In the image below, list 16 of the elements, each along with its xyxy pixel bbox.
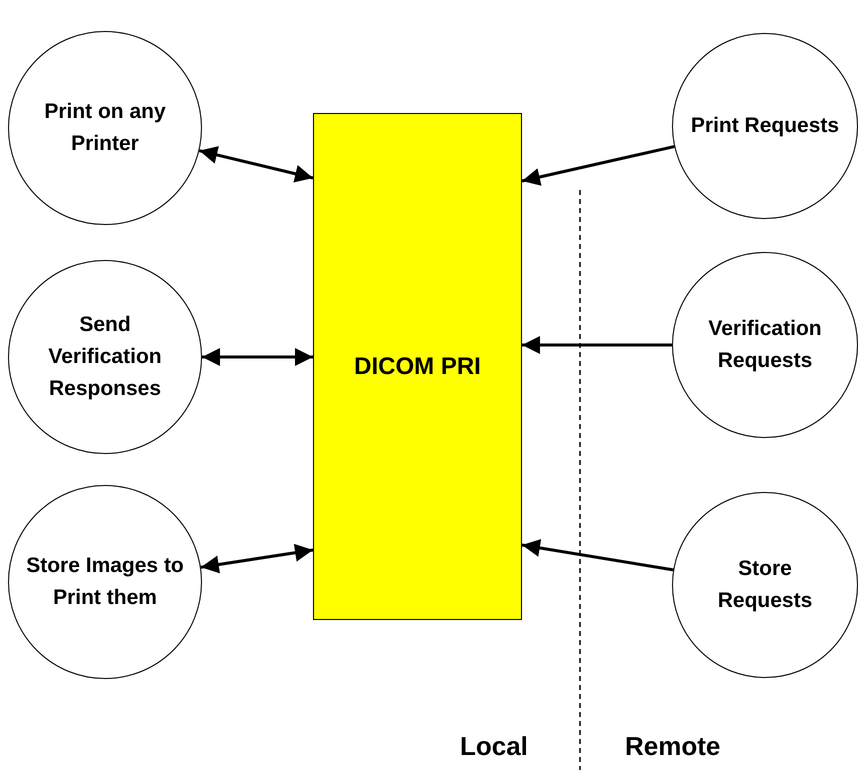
node-label: Store Images to Print them xyxy=(25,553,185,611)
node-label: DICOM PRI xyxy=(354,352,481,382)
arrow xyxy=(198,146,314,183)
arrow xyxy=(522,145,675,186)
region-label: Local xyxy=(460,730,528,763)
node-label: Verification Requests xyxy=(707,316,823,374)
region-label: Remote xyxy=(625,730,720,763)
node-label: Print on any Printer xyxy=(43,99,167,157)
node-label: Store Requests xyxy=(716,556,814,614)
arrow xyxy=(200,544,314,574)
arrow xyxy=(522,539,674,572)
node-label: Send Verification Responses xyxy=(47,312,163,402)
process-box xyxy=(313,113,522,620)
arrow xyxy=(522,336,672,354)
node-label: Print Requests xyxy=(690,113,840,139)
arrow xyxy=(202,348,313,366)
